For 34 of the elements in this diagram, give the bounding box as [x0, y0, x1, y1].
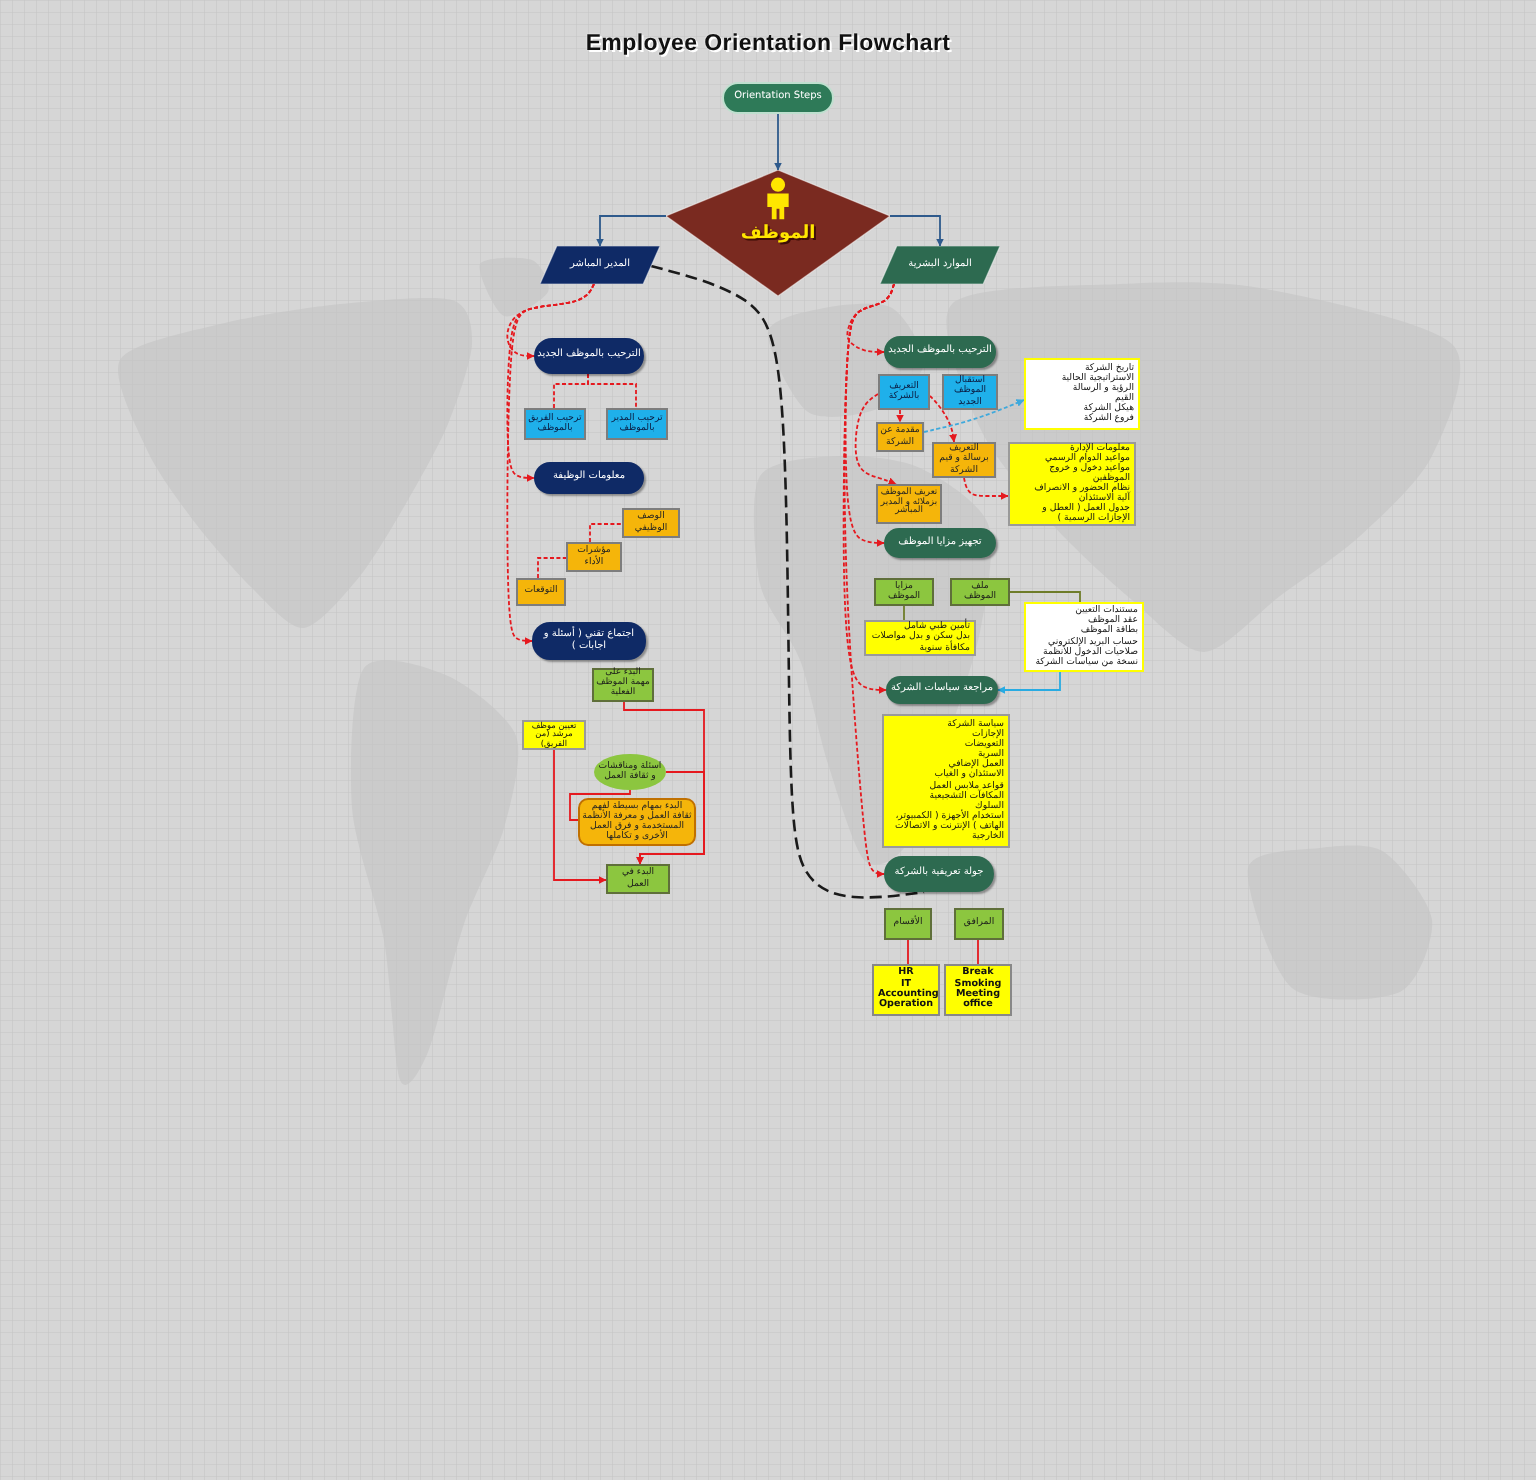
connector-arrow — [636, 771, 705, 865]
connector-line — [977, 939, 979, 965]
parallelogram-shape — [540, 246, 660, 284]
connector-arrow — [843, 283, 895, 878]
connector-line — [907, 939, 909, 965]
connector-arrow — [929, 395, 958, 443]
connector-line — [537, 557, 567, 579]
note-box — [944, 964, 1012, 1016]
connector-line — [587, 373, 637, 409]
connector-arrow — [596, 215, 667, 247]
connector-line — [589, 523, 623, 543]
note-box — [872, 964, 940, 1016]
node-label: الموظف — [738, 226, 818, 246]
connector-line — [569, 789, 631, 821]
note-box — [864, 620, 976, 656]
connector-arrow — [889, 215, 944, 247]
note-box — [1024, 602, 1144, 672]
connector-arrow — [923, 399, 1025, 433]
connector-line — [1009, 591, 1081, 603]
connector-line — [903, 605, 905, 621]
parallelogram-shape — [880, 246, 1000, 284]
connector-arrow — [553, 749, 607, 884]
note-box — [1008, 442, 1136, 526]
connector-arrow — [896, 409, 904, 423]
connector-arrow — [774, 113, 782, 171]
note-box — [882, 714, 1010, 848]
connector-arrow — [506, 283, 595, 645]
decision-diamond — [666, 170, 890, 296]
connector-arrow — [997, 671, 1061, 694]
connector-line — [650, 264, 925, 899]
diagram-title: Employee Orientation Flowchart — [585, 32, 951, 56]
connector-arrow — [854, 393, 897, 486]
note-box — [1024, 358, 1140, 430]
connector-arrow — [963, 477, 1009, 500]
